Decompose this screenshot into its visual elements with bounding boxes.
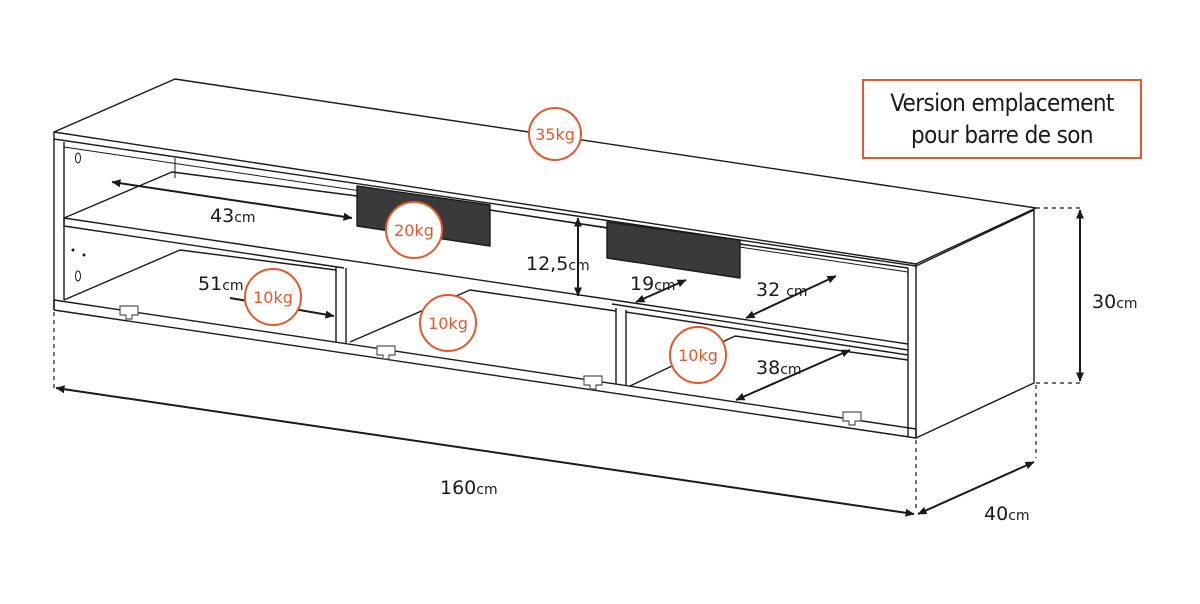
arrow-right-top-depth [745, 275, 837, 319]
label-left-bay-width: 51cm [198, 273, 244, 295]
left-bay-shelf [63, 249, 337, 301]
divider-right [615, 308, 627, 386]
bottom-plinth [53, 299, 917, 439]
upper-shelf-right [489, 209, 909, 356]
foot-icon [583, 375, 603, 390]
foot-icon [376, 345, 396, 360]
arrow-depth [917, 461, 1035, 515]
load-badge-center-shelf: 20kg [385, 201, 443, 259]
version-caption-box: Version emplacement pour barre de son [862, 79, 1142, 159]
label-right-top-width: 19cm [630, 273, 676, 295]
svg-text:20kg: 20kg [394, 221, 434, 240]
label-top-shelf-width: 43cm [210, 205, 256, 227]
right-side-panel [915, 209, 1035, 439]
svg-text:10kg: 10kg [678, 346, 718, 365]
arrow-top-shelf-width [111, 179, 353, 221]
label-shelf-gap: 12,5cm [526, 253, 590, 275]
arrow-total-width [55, 385, 915, 517]
caption-line-2: pour barre de son [910, 121, 1094, 149]
furniture-drawing [53, 78, 1082, 512]
label-depth: 40cm [984, 503, 1030, 525]
extension-lines [53, 207, 1082, 512]
label-height: 30cm [1092, 291, 1138, 313]
load-badge-left-bay: 10kg [244, 268, 302, 326]
label-right-top-depth: 32 cm [756, 279, 808, 301]
divider-left [335, 266, 347, 344]
label-right-bottom-depth: 38cm [756, 357, 802, 379]
svg-text:35kg: 35kg [535, 125, 575, 144]
svg-text:10kg: 10kg [253, 288, 293, 307]
load-badges: 35kg 20kg 10kg 10kg 10kg [244, 107, 727, 384]
label-total-width: 160cm [440, 477, 498, 499]
caption-line-1: Version emplacement [890, 89, 1114, 117]
load-badge-top: 35kg [528, 107, 582, 161]
foot-icon [119, 305, 139, 320]
svg-text:10kg: 10kg [428, 314, 468, 333]
dimension-labels: 160cm 40cm 30cm 43cm 12,5cm 51cm 19cm 32… [198, 205, 1138, 525]
arrow-right-bottom-depth [735, 349, 851, 401]
load-badge-middle-bay: 10kg [419, 294, 477, 352]
arrow-right-top-width [635, 279, 687, 303]
soundbar-slot-right [606, 221, 741, 279]
load-badge-right-bay: 10kg [669, 326, 727, 384]
middle-bay-shelf [349, 289, 617, 343]
left-side-panel [53, 139, 65, 310]
foot-icon [842, 411, 862, 426]
